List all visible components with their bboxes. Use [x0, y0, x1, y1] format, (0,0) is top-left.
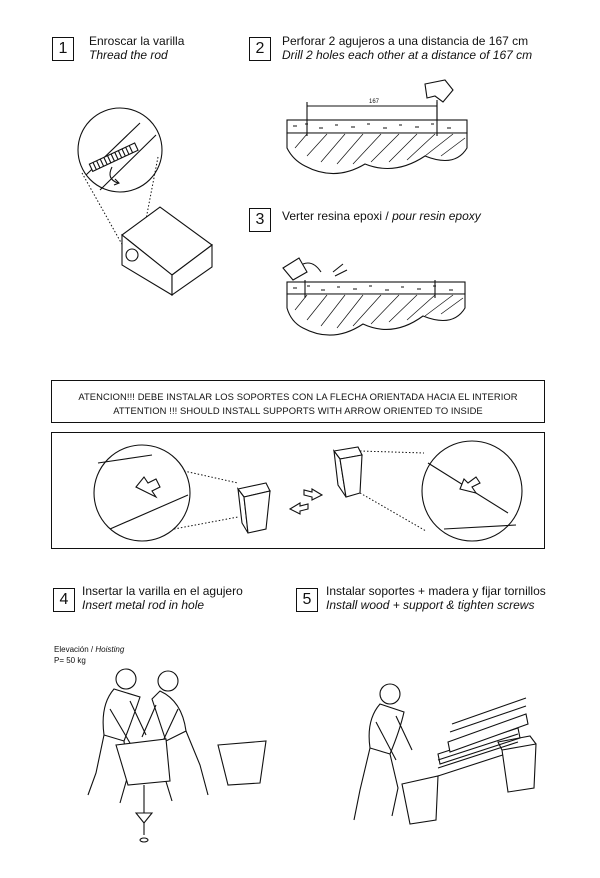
pour-resin-illustration — [282, 257, 466, 336]
step-1-number: 1 — [52, 37, 74, 61]
attention-notice: ATENCION!!! DEBE INSTALAR LOS SOPORTES C… — [51, 380, 545, 423]
step-3-number: 3 — [249, 208, 271, 232]
insert-rod-illustration — [87, 668, 267, 843]
support-orientation-panel — [51, 432, 545, 549]
dimension-label: 167 — [369, 99, 380, 105]
hoisting-weight: P= 50 kg — [54, 656, 86, 665]
step-2-title-en: Drill 2 holes each other at a distance o… — [282, 48, 533, 62]
step-4-title-en: Insert metal rod in hole — [82, 598, 205, 612]
step-3-title-en: pour resin epoxy — [392, 209, 481, 223]
step-3-title: Verter resina epoxi / pour resin epoxy — [282, 209, 481, 223]
thread-rod-illustration — [77, 107, 213, 297]
step-5-number: 5 — [296, 588, 318, 612]
drill-holes-illustration: 167 — [286, 79, 468, 175]
hoisting-label-es: Elevación / — [54, 645, 96, 654]
step-4-number: 4 — [53, 588, 75, 612]
hoisting-label: Elevación / Hoisting — [54, 645, 124, 655]
step-4-title-es: Insertar la varilla en el agujero — [82, 584, 243, 598]
hoisting-label-en: Hoisting — [95, 645, 125, 654]
install-bench-illustration — [353, 683, 537, 825]
step-2-number: 2 — [249, 37, 271, 61]
step-1-title-en: Thread the rod — [89, 48, 168, 62]
notice-line-es: ATENCION!!! DEBE INSTALAR LOS SOPORTES C… — [78, 391, 518, 402]
step-3-title-es: Verter resina epoxi / — [282, 209, 393, 223]
step-1-title-es: Enroscar la varilla — [89, 34, 185, 48]
support-orientation-illustration — [93, 440, 523, 542]
notice-line-en: ATTENTION !!! SHOULD INSTALL SUPPORTS WI… — [113, 405, 483, 416]
step-2-title-es: Perforar 2 agujeros a una distancia de 1… — [282, 34, 529, 48]
step-5-title-en: Install wood + support & tighten screws — [326, 598, 535, 612]
step-5-title-es: Instalar soportes + madera y fijar torni… — [326, 584, 546, 598]
